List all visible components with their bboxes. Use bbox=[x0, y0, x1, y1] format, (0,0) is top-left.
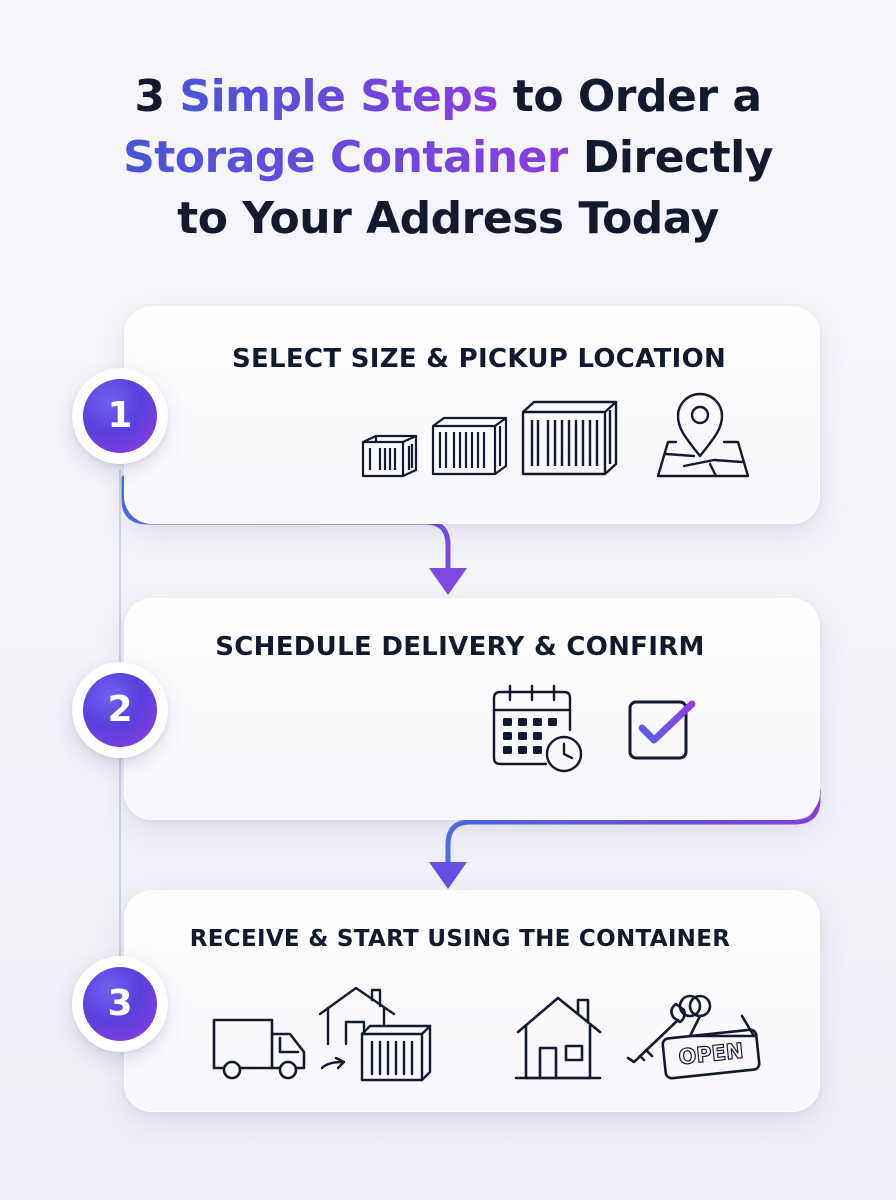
house-container-icon bbox=[318, 986, 432, 1082]
title-highlight-storage-container: Storage Container bbox=[123, 132, 569, 183]
map-pin-icon bbox=[656, 392, 750, 478]
step-number-1: 1 bbox=[83, 379, 157, 453]
keys-open-sign-icon: OPEN bbox=[626, 994, 761, 1080]
step-card-2: SCHEDULE DELIVERY & CONFIRM bbox=[124, 598, 820, 820]
medium-container-icon bbox=[431, 416, 508, 476]
delivery-truck-icon bbox=[212, 1018, 306, 1080]
step-badge-2: 2 bbox=[72, 662, 168, 758]
title-highlight-simple-steps: Simple Steps bbox=[179, 71, 498, 122]
arrow-down-1 bbox=[429, 568, 467, 595]
page-title: 3 Simple Steps to Order a Storage Contai… bbox=[0, 66, 896, 249]
step-card-3: RECEIVE & START USING THE CONTAINER bbox=[124, 890, 820, 1112]
title-line-2: Storage Container Directly bbox=[123, 132, 773, 183]
house-icon bbox=[514, 996, 602, 1080]
step-badge-3: 3 bbox=[72, 956, 168, 1052]
checkbox-icon bbox=[628, 700, 696, 760]
step-number-3: 3 bbox=[83, 967, 157, 1041]
step-3-title: RECEIVE & START USING THE CONTAINER bbox=[189, 926, 731, 952]
step-1-title: SELECT SIZE & PICKUP LOCATION bbox=[231, 344, 727, 374]
arrow-down-2 bbox=[429, 862, 467, 889]
step-card-1: SELECT SIZE & PICKUP LOCATION bbox=[124, 306, 820, 524]
title-line-3: to Your Address Today bbox=[177, 193, 719, 244]
step-badge-1: 1 bbox=[72, 368, 168, 464]
open-sign-text: OPEN bbox=[677, 1039, 744, 1070]
title-line-1: 3 Simple Steps to Order a bbox=[134, 71, 762, 122]
step-2-title: SCHEDULE DELIVERY & CONFIRM bbox=[215, 632, 705, 662]
large-container-icon bbox=[521, 400, 618, 476]
small-container-icon bbox=[361, 434, 418, 478]
calendar-clock-icon bbox=[492, 684, 583, 773]
step-number-2: 2 bbox=[83, 673, 157, 747]
